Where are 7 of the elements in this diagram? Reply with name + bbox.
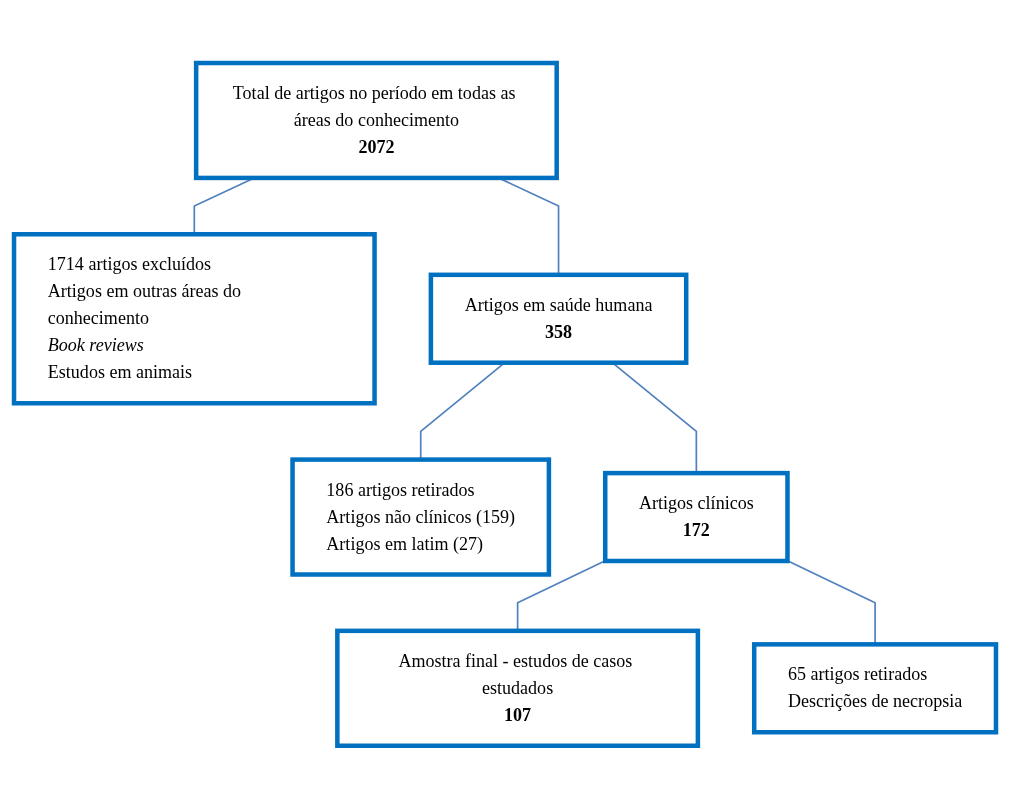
node-box: Artigos clínicos 172 — [602, 470, 790, 563]
node-box: 1714 artigos excluídos Artigos em outras áreas do conhecimento Book reviews Estudos em animais — [11, 231, 377, 406]
node-box: Artigos em saúde humana 358 — [428, 272, 688, 365]
node-box: 65 artigos retirados Descrições de necropsia — [751, 641, 998, 735]
node-box: Amostra final - estudos de casos estudados 107 — [334, 628, 700, 748]
node-box: 186 artigos retirados Artigos não clínicos (159) Artigos em latim (27) — [289, 456, 551, 577]
node-box: Total de artigos no período em todas as áreas do conhecimento 2072 — [193, 60, 559, 180]
